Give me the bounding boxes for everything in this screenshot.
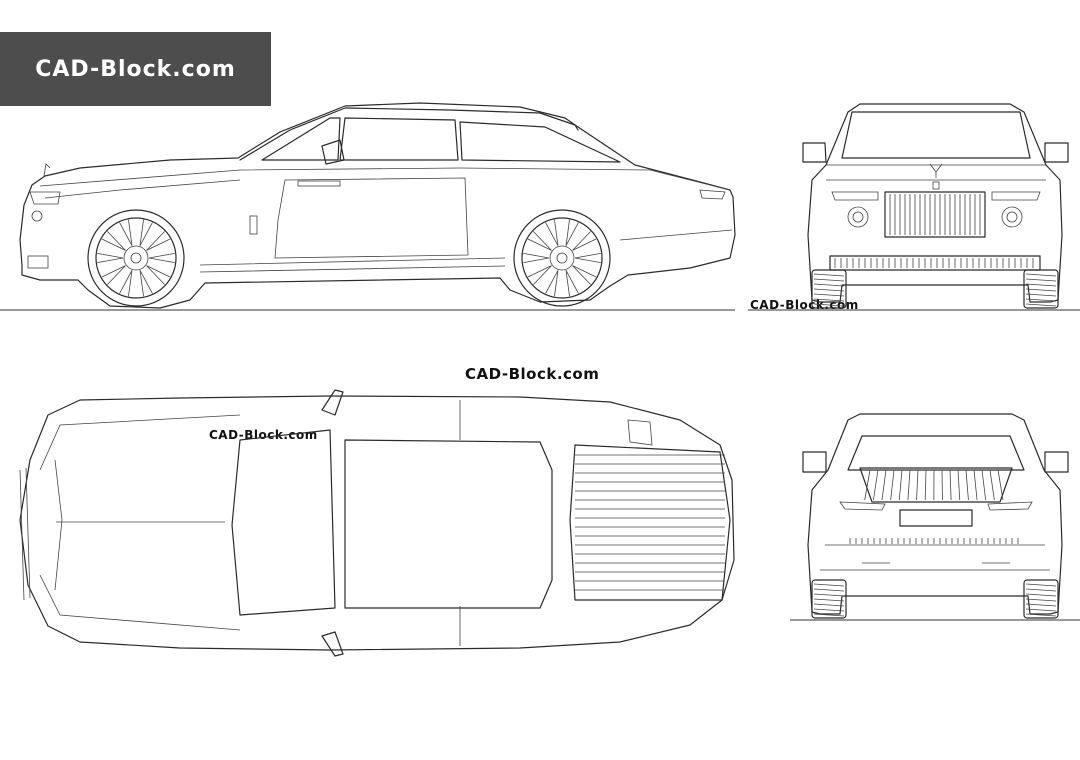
- front-mirror-left: [802, 142, 827, 163]
- front-hood-ornament: [929, 163, 943, 178]
- front-view: [748, 103, 1080, 311]
- watermark-top-view: CAD-Block.com: [209, 428, 318, 442]
- side-hood-crease: [44, 179, 241, 199]
- rear-mirror-left: [802, 451, 827, 473]
- front-mirror-right: [1044, 142, 1069, 163]
- side-front-vent: [27, 255, 49, 269]
- side-rear-bumper-line: [619, 229, 733, 241]
- top-body-outline: [19, 395, 735, 651]
- front-hood-lines: [826, 164, 1046, 181]
- side-sill: [199, 257, 506, 273]
- side-hood-ornament: [43, 163, 51, 177]
- side-front-wheel: [87, 209, 185, 307]
- rear-plate: [899, 509, 973, 527]
- side-rear-window: [459, 121, 621, 163]
- side-body-outline: [19, 102, 736, 309]
- side-door: [274, 177, 469, 259]
- rear-taillight-right: [987, 501, 1033, 511]
- top-deck-slats: [575, 454, 725, 591]
- front-windshield: [841, 111, 1031, 159]
- front-grille: [884, 191, 986, 238]
- front-lamp-right: [1001, 206, 1023, 228]
- front-lamp-left: [847, 206, 869, 228]
- front-grille-bars: [889, 194, 981, 235]
- front-headlight-right: [991, 191, 1041, 201]
- side-roofline: [239, 107, 579, 161]
- top-fuel-cap: [627, 419, 653, 446]
- rear-mirror-right: [1044, 451, 1069, 473]
- side-fender-badge: [249, 215, 258, 235]
- top-hood-edges: [39, 414, 241, 631]
- top-rear-deck: [569, 444, 731, 601]
- top-view: [19, 389, 735, 657]
- rear-tire-left: [811, 579, 847, 619]
- watermark-center: CAD-Block.com: [465, 365, 600, 383]
- top-windshield: [231, 429, 336, 616]
- cad-block-logo-badge: CAD-Block.com: [0, 32, 271, 106]
- top-front-edge: [54, 459, 63, 591]
- rear-view: [790, 413, 1080, 621]
- side-headlight: [29, 191, 61, 205]
- front-headlight-left: [831, 191, 879, 201]
- rear-window: [847, 435, 1025, 471]
- rear-tire-right: [1023, 579, 1059, 619]
- side-rear-wheel: [513, 209, 611, 307]
- front-tire-right: [1023, 269, 1059, 309]
- front-tire-left: [811, 269, 847, 309]
- rear-bumper-lines: [820, 544, 1050, 571]
- rear-deck: [859, 467, 1013, 503]
- side-front-window: [261, 117, 341, 161]
- top-mirror-right: [321, 631, 344, 657]
- side-beltline: [39, 167, 731, 191]
- front-badge: [932, 181, 940, 190]
- side-mid-window: [339, 117, 459, 161]
- rear-taillight-left: [839, 501, 886, 511]
- side-taillight: [699, 189, 726, 200]
- side-door-handle: [297, 180, 341, 187]
- side-fog-lamp: [31, 210, 43, 222]
- front-lower-intake: [829, 255, 1041, 271]
- top-roof: [344, 439, 553, 609]
- side-view: [0, 102, 736, 311]
- top-front-grille-edge: [19, 467, 31, 601]
- side-mirror: [321, 139, 345, 165]
- top-mirror-left: [321, 389, 344, 416]
